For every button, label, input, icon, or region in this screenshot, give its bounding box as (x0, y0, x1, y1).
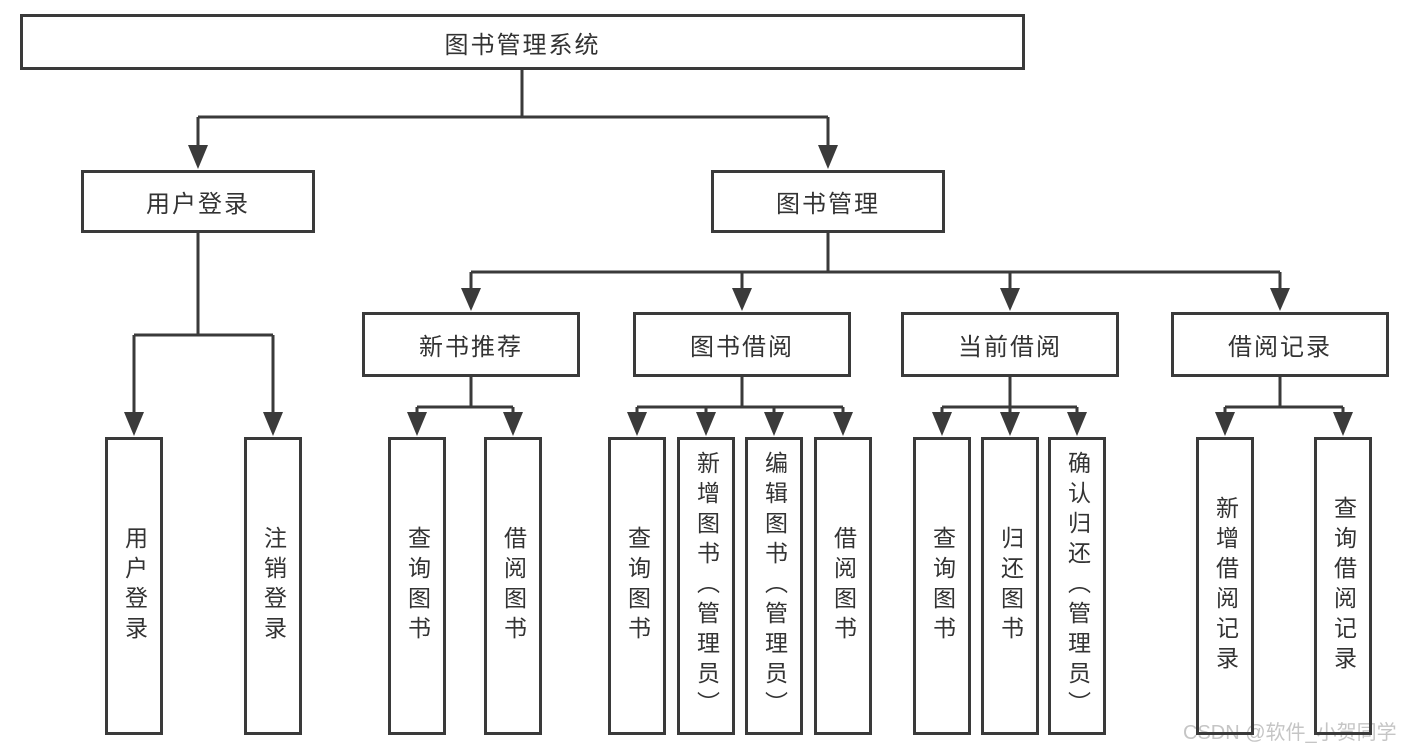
arrow-down-icon (696, 412, 716, 436)
node-label: 查询图书 (404, 526, 431, 646)
leaf-records-add-record: 新增借阅记录 (1196, 437, 1254, 735)
arrow-down-icon (263, 412, 283, 436)
node-borrow-records: 借阅记录 (1171, 312, 1389, 377)
node-label: 新书推荐 (419, 334, 523, 361)
leaf-current-query-books: 查询图书 (913, 437, 971, 735)
leaf-current-confirm-return-admin: 确认归还（管理员） (1048, 437, 1106, 735)
csdn-watermark: CSDN @软件_小贺同学 (1183, 722, 1397, 744)
node-user-login: 用户登录 (81, 170, 315, 233)
connector-mgmt-to-sections (461, 233, 1290, 311)
leaf-borrow-add-books-admin: 新增图书（管理员） (677, 437, 735, 735)
leaf-logout: 注销登录 (244, 437, 302, 735)
node-label: 编辑图书（管理员） (761, 451, 788, 721)
node-label: 图书管理系统 (444, 31, 601, 59)
connector-current-to-leaves (932, 377, 1087, 436)
node-label: 查询图书 (624, 526, 651, 646)
arrow-down-icon (407, 412, 427, 436)
node-label: 查询借阅记录 (1330, 496, 1357, 676)
leaf-current-return-books: 归还图书 (981, 437, 1039, 735)
arrow-down-icon (732, 288, 752, 311)
arrow-down-icon (764, 412, 784, 436)
node-label: 借阅图书 (500, 526, 527, 646)
connector-records-to-leaves (1215, 377, 1353, 436)
leaf-recommend-borrow-books: 借阅图书 (484, 437, 542, 735)
connector-recommend-to-leaves (407, 377, 523, 436)
node-label: 确认归还（管理员） (1064, 451, 1091, 721)
arrow-down-icon (188, 145, 208, 169)
connector-login-to-leaves (124, 233, 283, 436)
connector-borrow-to-leaves (627, 377, 853, 436)
arrow-down-icon (1333, 412, 1353, 436)
node-label: 新增借阅记录 (1212, 496, 1239, 676)
node-label: 归还图书 (997, 526, 1024, 646)
arrow-down-icon (932, 412, 952, 436)
arrow-down-icon (1270, 288, 1290, 311)
node-label: 用户登录 (121, 526, 148, 646)
node-new-book-recommend: 新书推荐 (362, 312, 580, 377)
arrow-down-icon (124, 412, 144, 436)
node-label: 借阅记录 (1228, 334, 1332, 361)
leaf-records-query-record: 查询借阅记录 (1314, 437, 1372, 735)
arrow-down-icon (1215, 412, 1235, 436)
arrow-down-icon (1000, 288, 1020, 311)
node-label: 当前借阅 (958, 334, 1062, 361)
arrow-down-icon (818, 145, 838, 169)
leaf-borrow-borrow-books: 借阅图书 (814, 437, 872, 735)
arrow-down-icon (627, 412, 647, 436)
node-label: 注销登录 (260, 526, 287, 646)
arrow-down-icon (461, 288, 481, 311)
arrow-down-icon (503, 412, 523, 436)
leaf-borrow-edit-books-admin: 编辑图书（管理员） (745, 437, 803, 735)
node-label: 查询图书 (929, 526, 956, 646)
node-current-borrow: 当前借阅 (901, 312, 1119, 377)
leaf-recommend-query-books: 查询图书 (388, 437, 446, 735)
node-label: 新增图书（管理员） (693, 451, 720, 721)
node-label: 用户登录 (146, 191, 250, 218)
connector-root-to-level2 (188, 70, 838, 169)
node-book-borrow: 图书借阅 (633, 312, 851, 377)
arrow-down-icon (1067, 412, 1087, 436)
node-book-management: 图书管理 (711, 170, 945, 233)
arrow-down-icon (833, 412, 853, 436)
node-label: 借阅图书 (830, 526, 857, 646)
arrow-down-icon (1000, 412, 1020, 436)
node-label: 图书管理 (776, 191, 880, 218)
node-label: 图书借阅 (690, 334, 794, 361)
node-root-system: 图书管理系统 (20, 14, 1025, 70)
leaf-user-login: 用户登录 (105, 437, 163, 735)
leaf-borrow-query-books: 查询图书 (608, 437, 666, 735)
